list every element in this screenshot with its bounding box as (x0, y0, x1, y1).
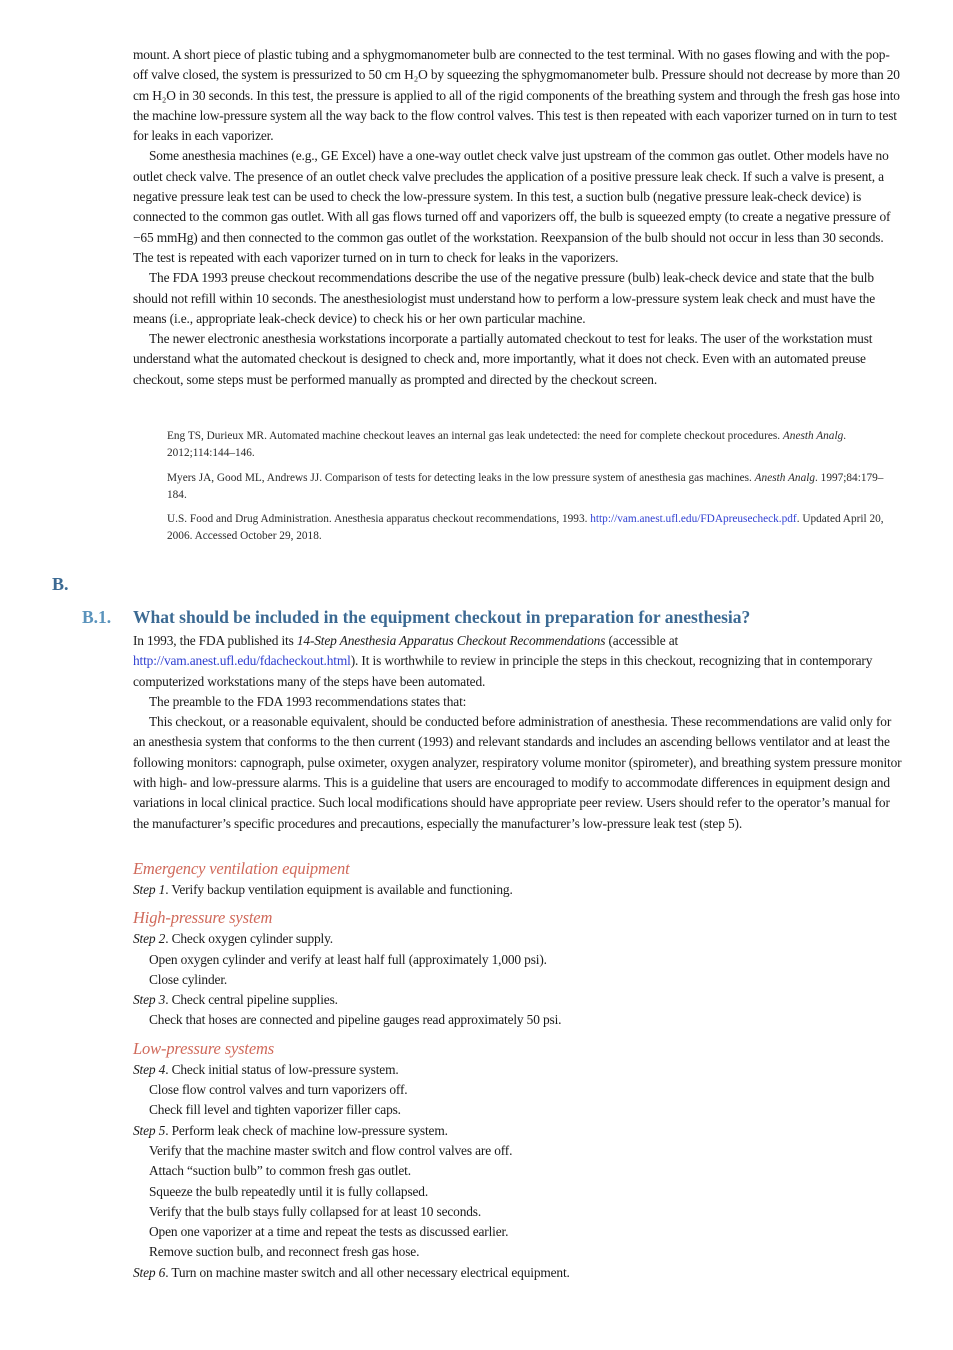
step-text: . Perform leak check of machine low-pres… (165, 1122, 448, 1138)
step-substep: Verify that the bulb stays fully collaps… (149, 1203, 482, 1219)
b1-paragraph: In 1993, the FDA published its 14-Step A… (133, 633, 873, 689)
step-substep: Remove suction bulb, and reconnect fresh… (149, 1244, 420, 1260)
checkout-step: Step 6. Turn on machine master switch an… (133, 1263, 903, 1283)
step-label: Step 5 (133, 1122, 166, 1138)
step-substep: Squeeze the bulb repeatedly until it is … (149, 1183, 429, 1199)
step-substep: Open oxygen cylinder and verify at least… (149, 951, 547, 967)
reference-item: Eng TS, Durieux MR. Automated machine ch… (167, 430, 847, 459)
reference-link[interactable]: http://vam.anest.ufl.edu/FDApreusecheck.… (590, 513, 797, 525)
step-substep: Check that hoses are connected and pipel… (149, 1012, 562, 1028)
reference-item: U.S. Food and Drug Administration. Anest… (167, 513, 884, 542)
step-substep: Attach “suction bulb” to common fresh ga… (149, 1163, 411, 1179)
reference-item: Myers JA, Good ML, Andrews JJ. Compariso… (167, 471, 884, 501)
step-text: . Verify backup ventilation equipment is… (165, 882, 513, 897)
section-letter: B. (52, 574, 69, 594)
checkout-group-title: High-pressure system (133, 908, 273, 928)
b1-text: In 1993, the FDA published its 14-Step A… (133, 631, 903, 834)
step-substep: Close flow control valves and turn vapor… (149, 1082, 408, 1098)
b1-paragraph: The preamble to the FDA 1993 recommendat… (149, 693, 467, 709)
checkout-group-title: Low-pressure systems (133, 1038, 275, 1058)
checkout-step: Step 2. Check oxygen cylinder supply. (133, 929, 903, 949)
step-text: . Turn on machine master switch and all … (165, 1264, 570, 1280)
b1-quote-paragraph: This checkout, or a reasonable equivalen… (133, 714, 902, 831)
step-text: . Check oxygen cylinder supply. (165, 931, 333, 947)
checkout-step: Step 5. Perform leak check of machine lo… (133, 1121, 903, 1141)
question-title: What should be included in the equipment… (133, 607, 751, 627)
checkout-step: Step 3. Check central pipeline supplies. (133, 990, 903, 1010)
checkout-group-title: Emergency ventilation equipment (133, 859, 350, 878)
intro-paragraph: The FDA 1993 preuse checkout recommendat… (133, 270, 876, 326)
intro-text: mount. A short piece of plastic tubing a… (133, 45, 903, 390)
reference-list: Eng TS, Durieux MR. Automated machine ch… (167, 428, 887, 553)
intro-paragraph: The newer electronic anesthesia workstat… (133, 331, 873, 387)
step-substep: Open one vaporizer at a time and repeat … (149, 1224, 509, 1240)
checkout-step: Step 4. Check initial status of low-pres… (133, 1060, 903, 1080)
checkout-step: Step 1. Verify backup ventilation equipm… (133, 880, 903, 900)
step-substep: Close cylinder. (149, 971, 228, 987)
step-substep: Check fill level and tighten vaporizer f… (149, 1102, 401, 1118)
step-substep: Verify that the machine master switch an… (149, 1142, 513, 1158)
intro-paragraph: Some anesthesia machines (e.g., GE Excel… (133, 148, 891, 265)
step-label: Step 3 (133, 992, 166, 1008)
step-label: Step 4 (133, 1061, 166, 1077)
intro-paragraph: mount. A short piece of plastic tubing a… (133, 47, 900, 144)
step-label: Step 6 (133, 1264, 166, 1280)
question-number: B.1. (82, 607, 112, 627)
step-label: Step 2 (133, 931, 166, 947)
step-text: . Check initial status of low-pressure s… (165, 1061, 399, 1077)
step-text: . Check central pipeline supplies. (165, 992, 338, 1008)
step-label: Step 1 (133, 882, 166, 897)
fda-checkout-link[interactable]: http://vam.anest.ufl.edu/fdacheckout.htm… (133, 653, 351, 669)
